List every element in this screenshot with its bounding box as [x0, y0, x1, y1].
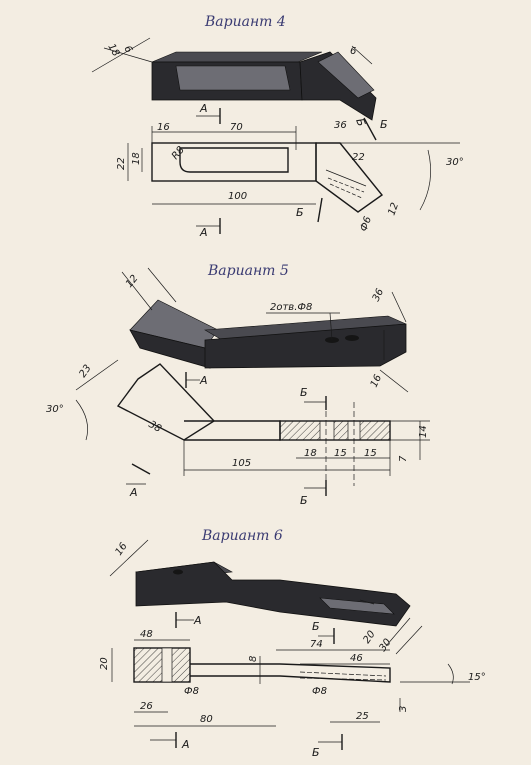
dim-22-angled: 22 — [352, 152, 365, 163]
dim-14: 14 — [418, 425, 429, 438]
variant-4-title: Вариант 4 — [204, 14, 286, 30]
dim-15-a: 15 — [334, 448, 347, 459]
dim-46: 46 — [350, 653, 363, 664]
angle-30: 30° — [446, 157, 464, 168]
cut-b-bottom: Б — [312, 746, 320, 759]
dim-phi6: Ф6 — [358, 215, 373, 233]
dim-20: 20 — [99, 657, 110, 670]
cut-b-top: Б — [300, 386, 308, 399]
angle-30: 30° — [46, 404, 64, 415]
cut-b-bottom: Б — [300, 494, 308, 507]
dim-20: 20 — [361, 629, 377, 646]
radius-r8: R8 — [170, 145, 187, 162]
cut-a-bottom: A — [129, 486, 138, 499]
angle-15: 15° — [468, 672, 486, 683]
cut-b-right: Б — [380, 118, 388, 131]
variant-6-dimensions: 48 74 46 20 8 Ф8 Ф8 15° 3 26 80 25 — [99, 629, 486, 727]
dim-6: 6 — [121, 44, 134, 55]
variant-4-section-marks: A A Б Б — [196, 102, 388, 239]
dim-74: 74 — [310, 639, 323, 650]
variant-4-dimensions: 16 70 36 22 18 R8 100 22 30° 12 Ф6 — [116, 120, 464, 233]
variant-5-isometric-part — [129, 299, 407, 369]
cut-a-bottom: A — [181, 738, 190, 751]
dim-3: 3 — [398, 706, 409, 712]
dim-12: 12 — [124, 273, 141, 290]
dim-18: 18 — [304, 448, 317, 459]
variant-5-title: Вариант 5 — [207, 263, 289, 279]
dim-105: 105 — [232, 458, 251, 469]
variant-4: Вариант 4 18 6 6 Б — [91, 14, 464, 239]
dim-22: 22 — [116, 157, 127, 170]
variant-6: Вариант 6 16 20 30 48 — [99, 528, 486, 759]
dim-26: 26 — [140, 701, 153, 712]
cut-b-bottom: Б — [296, 206, 304, 219]
variant-5-iso-dims: 12 2отв.Ф8 36 16 — [121, 267, 409, 393]
dim-16: 16 — [113, 541, 129, 558]
cut-a-top: A — [199, 374, 208, 387]
variant-5-plan-view — [116, 363, 391, 486]
dim-36: 36 — [371, 287, 386, 303]
variant-4-iso-dims: 18 6 6 Б — [91, 37, 377, 141]
variant-5: Вариант 5 12 2отв.Ф8 36 16 — [46, 263, 430, 507]
dim-8: 8 — [248, 656, 259, 662]
variant-6-section-marks: A A Б Б — [150, 612, 343, 759]
dim-16: 16 — [369, 373, 384, 389]
dim-25: 25 — [356, 711, 369, 722]
cut-b-top: Б — [312, 620, 320, 633]
dim-16: 16 — [157, 122, 170, 133]
holes-2-phi8: 2отв.Ф8 — [270, 302, 312, 313]
dim-6-right: 6 — [350, 46, 356, 57]
dim-100: 100 — [228, 191, 247, 202]
cut-a-top: A — [193, 614, 202, 627]
dim-70: 70 — [230, 122, 243, 133]
dim-36: 36 — [334, 120, 347, 131]
dim-7: 7 — [398, 455, 409, 462]
variant-5-dimensions: 23 38 30° 105 18 15 15 14 7 — [46, 359, 430, 476]
dim-18: 18 — [131, 152, 142, 165]
dim-phi8-left: Ф8 — [184, 686, 199, 697]
dim-phi8-right: Ф8 — [312, 686, 327, 697]
dim-12: 12 — [386, 201, 401, 217]
variant-5-section-marks: A A Б Б — [126, 372, 327, 507]
dim-80: 80 — [200, 714, 213, 725]
dim-23: 23 — [77, 363, 93, 380]
cut-label-b-top: Б — [353, 117, 368, 129]
dim-48: 48 — [140, 629, 153, 640]
dim-15-b: 15 — [364, 448, 377, 459]
variant-6-title: Вариант 6 — [201, 528, 283, 544]
variant-4-plan-view — [151, 142, 384, 213]
cut-a-top: A — [199, 102, 208, 115]
cut-a-bottom: A — [199, 226, 208, 239]
variant-6-plan-view — [133, 647, 391, 683]
variant-6-isometric-part — [135, 561, 411, 627]
variant-4-isometric-part — [151, 51, 377, 121]
